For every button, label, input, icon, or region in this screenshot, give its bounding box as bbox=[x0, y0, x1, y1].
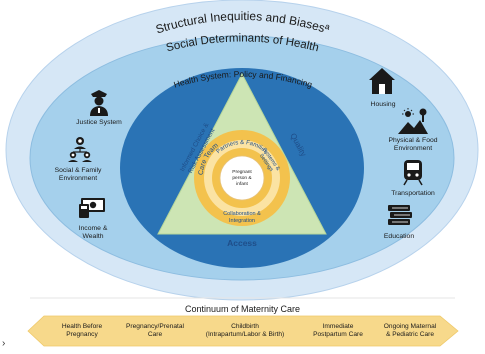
center-label: Pregnant person & infant bbox=[232, 169, 252, 187]
svg-text:Pregnant: Pregnant bbox=[232, 169, 252, 175]
stage-label-line1: Health Before bbox=[61, 323, 103, 330]
train-icon bbox=[403, 160, 423, 186]
access-label: Access bbox=[227, 238, 257, 248]
education-label: Education bbox=[384, 233, 414, 240]
books-icon bbox=[388, 205, 412, 225]
house-icon bbox=[369, 68, 395, 94]
collaboration-label: Collaboration & Integration bbox=[223, 211, 261, 224]
police-officer-icon bbox=[90, 90, 108, 116]
housing-label: Housing bbox=[371, 101, 396, 108]
stage-prenatal-care: Pregnancy/Prenatal Care bbox=[118, 323, 192, 338]
income-wealth-label-1: Income & bbox=[79, 225, 108, 232]
stage-childbirth: Childbirth (Intrapartum/Labor & Birth) bbox=[198, 323, 292, 338]
transportation-label: Transportation bbox=[391, 190, 435, 197]
social-family-label-2: Environment bbox=[59, 175, 97, 182]
people-network-icon bbox=[68, 137, 92, 162]
center-circle bbox=[219, 155, 265, 201]
stage-label-line1: Immediate bbox=[322, 323, 354, 330]
stage-label-line2: Care bbox=[147, 330, 163, 338]
social-family-label-1: Social & Family bbox=[55, 167, 102, 174]
corner-mark: › bbox=[2, 338, 6, 349]
stage-label-line1: Pregnancy/Prenatal bbox=[126, 323, 184, 330]
svg-text:Integration: Integration bbox=[229, 218, 255, 224]
svg-text:Collaboration &: Collaboration & bbox=[223, 211, 261, 217]
stage-label-line2: Postpartum Care bbox=[313, 330, 363, 338]
stage-label-line1: Childbirth bbox=[231, 323, 259, 330]
stage-postpartum-care: Immediate Postpartum Care bbox=[306, 323, 370, 338]
landscape-icon bbox=[398, 108, 428, 134]
income-wealth-label-2: Wealth bbox=[82, 233, 103, 240]
stage-label-line2: Pregnancy bbox=[66, 330, 98, 338]
stage-label-line2: (Intrapartum/Labor & Birth) bbox=[205, 330, 285, 338]
physical-food-label-1: Physical & Food bbox=[388, 137, 437, 144]
continuum-title: Continuum of Maternity Care bbox=[184, 304, 301, 314]
svg-text:person &: person & bbox=[232, 175, 252, 181]
money-icon bbox=[79, 198, 105, 218]
stage-label-line2: & Pediatric Care bbox=[385, 330, 434, 338]
physical-food-label-2: Environment bbox=[394, 145, 432, 152]
stage-label-line1: Ongoing Maternal bbox=[383, 323, 437, 330]
justice-system-label: Justice System bbox=[76, 119, 122, 126]
stage-health-before-pregnancy: Health Before Pregnancy bbox=[52, 323, 112, 338]
svg-text:infant: infant bbox=[236, 181, 248, 187]
continuum-arrow bbox=[27, 315, 459, 347]
stage-ongoing-care: Ongoing Maternal & Pediatric Care bbox=[376, 323, 444, 338]
